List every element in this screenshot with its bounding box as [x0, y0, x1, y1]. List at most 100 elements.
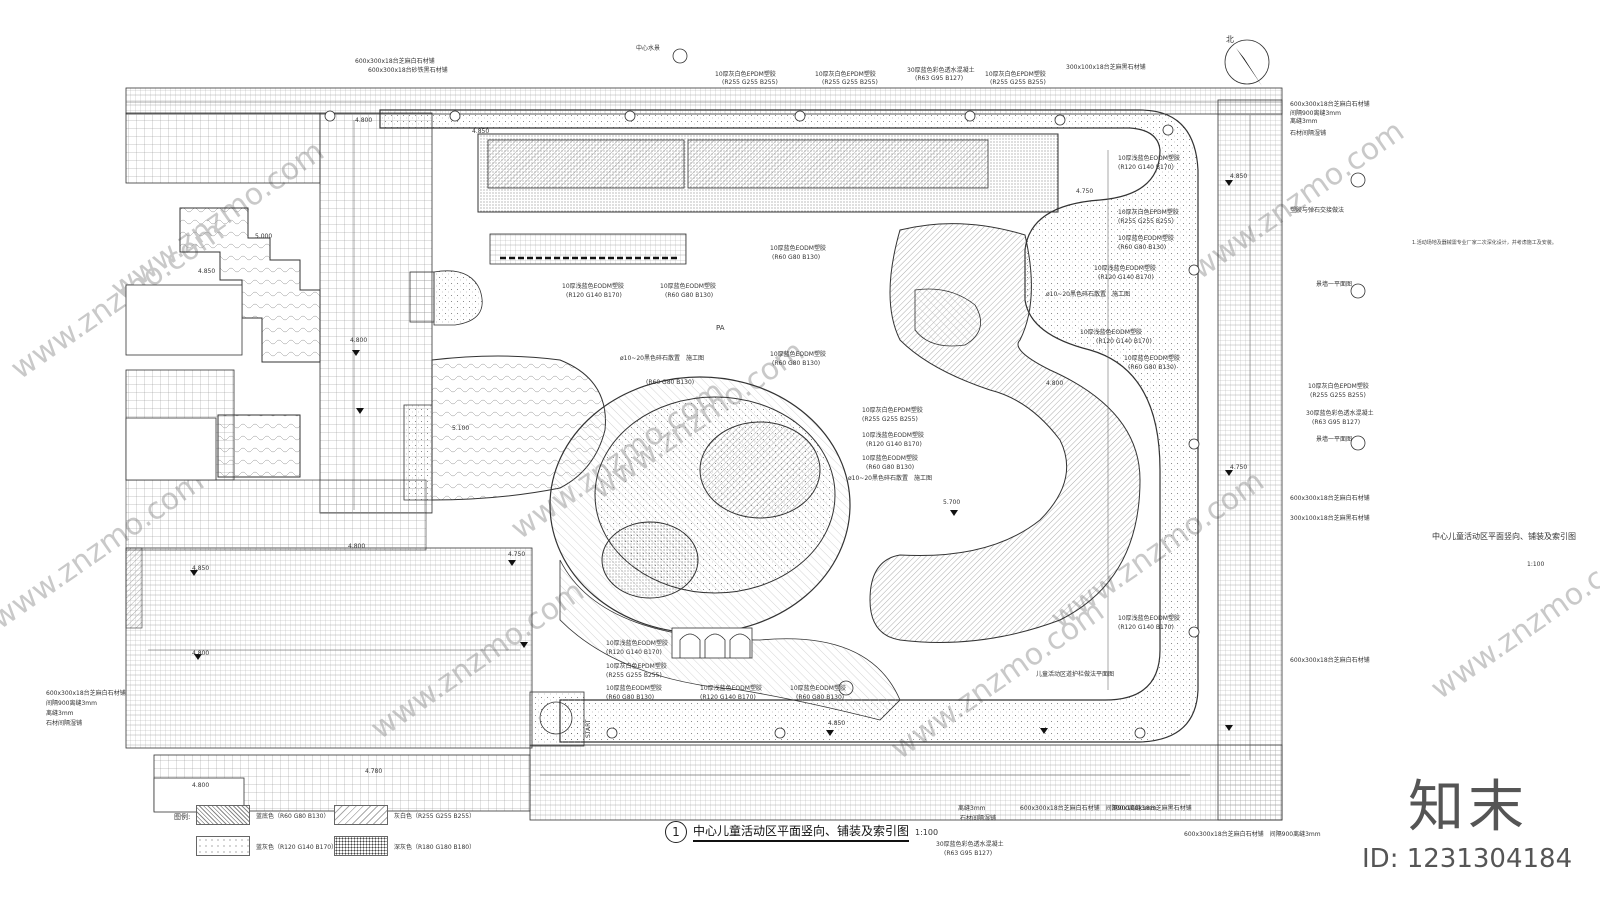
- callout-bottom-16: (R63 G95 B127): [944, 850, 992, 857]
- callout-top-5: (R255 G255 B255): [722, 79, 778, 86]
- small-grid-block: [409, 271, 435, 323]
- plant-square: [217, 414, 301, 478]
- legend-swatch-hatch-light: [334, 805, 388, 825]
- callout-left-2: 间隔900离缝3mm: [46, 699, 97, 707]
- callout-right-10: 10厚蓝色EODM塑胶: [1118, 234, 1174, 242]
- north-arrow: [1224, 39, 1270, 86]
- elevation-2: 4.850: [198, 268, 215, 275]
- elevation-16: 4.800: [192, 650, 209, 657]
- legend-title: 图例:: [174, 813, 191, 821]
- index-symbols: [672, 48, 1366, 696]
- side-scale: 1:100: [1527, 561, 1545, 568]
- elevation-4: 5.000: [255, 233, 272, 240]
- track-markers: [324, 110, 1200, 739]
- elevation-9: 4.800: [1046, 380, 1063, 387]
- play-structure-dome: [601, 521, 699, 599]
- callout-top-10: 10厚灰白色EPDM塑胶: [985, 70, 1046, 78]
- callout-top-11: (R255 G255 B255): [990, 79, 1046, 86]
- callout-bottom-11: 离缝3mm: [958, 804, 986, 812]
- callout-bottom-6: (R60 G80 B130): [606, 694, 654, 701]
- callout-right-18: 10厚蓝色EODM塑胶: [1124, 354, 1180, 362]
- callout-center-4: (R120 G140 B170): [566, 292, 622, 299]
- callout-bottom-15: 30厚蓝色彩色透水混凝土: [936, 840, 1004, 848]
- outer-paving-bottom: [529, 744, 1283, 821]
- outer-paving-left-top: [125, 112, 321, 184]
- callout-right-29: 600x300x18台芝麻白石材铺: [1290, 656, 1370, 664]
- legend-swatch-dense-dots: [334, 836, 388, 856]
- elevation-14: 4.750: [508, 551, 525, 558]
- callout-right-23: (R63 G95 B127): [1312, 419, 1360, 426]
- callout-right-17: (R120 G140 B170): [1096, 338, 1152, 345]
- callout-top-2: 600x300x18台砂铁黑石材铺: [368, 66, 448, 74]
- pa-label: PA: [716, 324, 725, 332]
- drawing-number: 1: [665, 821, 687, 843]
- callout-top-6: 10厚灰白色EPDM塑胶: [815, 70, 876, 78]
- design-note: 1.活动场地及器械需专业厂家二次深化设计，并考虑施工及安装。: [1412, 240, 1557, 246]
- callout-center-9: 10厚灰白色EPDM塑胶: [862, 406, 923, 414]
- callout-center-5: 10厚蓝色EODM塑胶: [660, 282, 716, 290]
- callout-center-13: 10厚蓝色EODM塑胶: [862, 454, 918, 462]
- legend-label: 蓝底色（R60 G80 B130）: [256, 812, 330, 820]
- callout-right-16: 10厚浅蓝色EODM塑胶: [1080, 328, 1142, 336]
- drawing-title: 1 中心儿童活动区平面竖向、铺装及索引图 1:100: [665, 821, 938, 843]
- callout-right-15: ø10~20黑色碎石散置 施工图: [1046, 290, 1130, 298]
- elevation-15: 4.850: [192, 565, 209, 572]
- callout-right-11: (R60 G80 B130): [1118, 244, 1166, 251]
- elevation-3: 4.850: [472, 128, 489, 135]
- callout-center-1: 10厚蓝色EODM塑胶: [770, 244, 826, 252]
- callout-right-27: 10厚浅蓝色EODM塑胶: [1118, 614, 1180, 622]
- oval-play-zone-inner: [699, 421, 821, 519]
- callout-bottom-1: 10厚浅蓝色EODM塑胶: [606, 639, 668, 647]
- legend-label: 蓝灰色（R120 G140 B170）: [256, 843, 338, 851]
- callout-right-2: 间隔900离缝3mm: [1290, 109, 1341, 117]
- callout-right-5: 10厚浅蓝色EODM塑胶: [1118, 154, 1180, 162]
- callout-top-1: 600x300x18台芝麻白石材铺: [355, 57, 435, 65]
- elevation-18: 4.800: [192, 782, 209, 789]
- elevation-8: 4.850: [1230, 173, 1247, 180]
- dimension-lines: [126, 101, 1282, 776]
- level-markers: [190, 180, 1233, 736]
- callout-center-3: 10厚浅蓝色EODM塑胶: [562, 282, 624, 290]
- callout-bottom-18: 儿童活动区道护栏做法平面图: [1036, 670, 1114, 678]
- contour-play-area-left: [403, 404, 433, 501]
- callout-center-17: (R60 G80 B130): [772, 360, 820, 367]
- callout-bottom-17: 600x300x18台芝麻白石材铺 间隔900离缝3mm: [1184, 830, 1321, 838]
- legend-item-3: 蓝灰色（R120 G140 B170）: [196, 836, 337, 856]
- callout-bottom-5: 10厚蓝色EODM塑胶: [606, 684, 662, 692]
- callout-right-21: (R255 G255 B255): [1310, 392, 1366, 399]
- callout-bottom-12: 600x300x18台芝麻白石材铺 间隔900离缝3mm: [1020, 804, 1157, 812]
- legend-label: 深灰色（R180 G180 B180）: [394, 843, 476, 851]
- callout-center-10: (R255 G255 B255): [862, 416, 918, 423]
- callout-right-26: 300x100x18台芝麻黑石材铺: [1290, 514, 1370, 522]
- callout-right-25: 600x300x18台芝麻白石材铺: [1290, 494, 1370, 502]
- elevation-1: 4.800: [355, 117, 372, 124]
- callout-bottom-3: 10厚灰白色EPDM塑胶: [606, 662, 667, 670]
- white-void-2: [125, 417, 217, 481]
- callout-bottom-13: 300x100x18台芝麻黑石材铺: [1112, 804, 1192, 812]
- callout-right-8: 10厚灰白色EPDM塑胶: [1118, 208, 1179, 216]
- elevation-5: 5.100: [452, 425, 469, 432]
- callout-right-28: (R120 G140 B170): [1118, 624, 1174, 631]
- running-track-outer: [379, 109, 1199, 743]
- paving-grid-left-mid: [125, 479, 427, 551]
- callout-bottom-2: (R120 G140 B170): [606, 649, 662, 656]
- callout-center-16: 10厚蓝色EODM塑胶: [770, 350, 826, 358]
- callout-top-3: 中心水景: [636, 44, 660, 52]
- callout-center-12: (R120 G140 B170): [866, 441, 922, 448]
- callout-top-12: 300x100x18台芝麻黑石材铺: [1066, 63, 1146, 71]
- drawing-title-text: 中心儿童活动区平面竖向、铺装及索引图: [693, 822, 910, 842]
- feature-panel-right: [687, 139, 989, 189]
- callout-bottom-14: 石材间隔湿铺: [960, 814, 996, 822]
- elevation-6: 4.800: [350, 337, 367, 344]
- callout-right-19: (R60 G80 B130): [1128, 364, 1176, 371]
- callout-right-24: 景墙一平面图: [1316, 435, 1352, 443]
- callout-right-13: 10厚浅蓝色EODM塑胶: [1094, 264, 1156, 272]
- callout-left-3: 离缝3mm: [46, 709, 74, 717]
- callout-right-20: 10厚灰白色EPDM塑胶: [1308, 382, 1369, 390]
- elevation-13: 4.800: [348, 543, 365, 550]
- callout-bottom-7: 10厚浅蓝色EODM塑胶: [700, 684, 762, 692]
- callout-left-1: 600x300x18台芝麻白石材铺: [46, 689, 126, 697]
- elevation-17: 4.780: [365, 768, 382, 775]
- callout-top-8: 30厚蓝色彩色透水混凝土: [907, 66, 975, 74]
